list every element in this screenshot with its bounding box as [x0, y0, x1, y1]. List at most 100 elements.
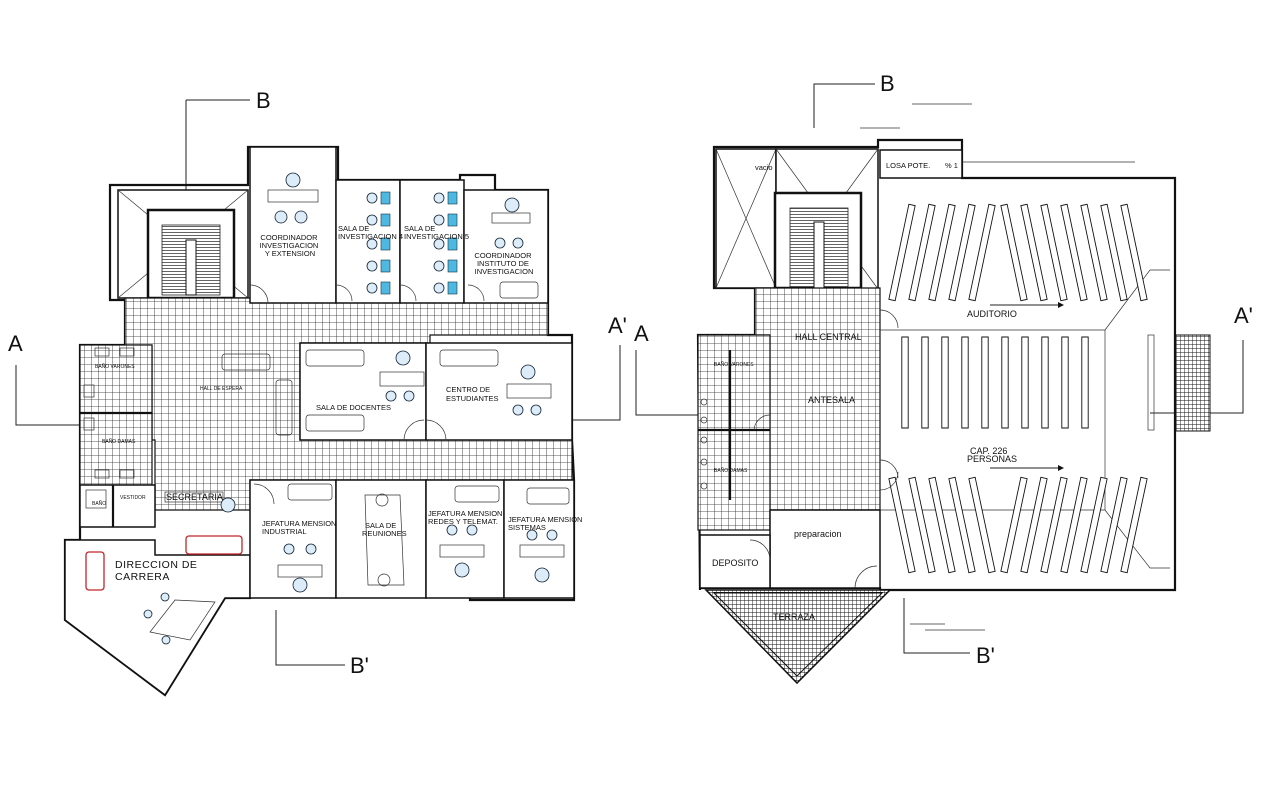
seat-row — [1080, 476, 1108, 574]
left-stair-block — [117, 189, 249, 300]
seat-row — [961, 336, 969, 429]
room-secretaria — [164, 491, 236, 513]
seat-row — [1041, 336, 1049, 429]
label-jef-industrial: JEFATURA MENSION INDUSTRIAL — [262, 519, 339, 536]
room-banos-left — [79, 344, 153, 486]
seat-row — [1020, 203, 1048, 302]
section-label-b-prime-right: B' — [976, 643, 995, 668]
room-jef-redes — [425, 479, 505, 599]
seat-row — [948, 476, 976, 574]
room-coord-instituto — [463, 189, 549, 304]
label-direccion: DIRECCION DE CARRERA — [115, 559, 201, 583]
label-sala-inv-5: SALA DE INVESTIGACION 5 — [404, 224, 469, 241]
seat-row — [1000, 476, 1028, 574]
room-preparacion — [769, 509, 881, 589]
label-vestidor: VESTIDOR — [120, 495, 146, 501]
auditorio-seats-middle — [901, 336, 1089, 429]
losa-box — [879, 149, 963, 179]
room-centro-estudiantes — [425, 342, 573, 441]
label-terraza: TERRAZA — [773, 612, 815, 622]
room-sala-docentes — [299, 342, 427, 441]
label-secretaria: SECRETARIA — [166, 492, 223, 502]
label-bano-small: BAÑO — [92, 500, 106, 507]
right-floor-plan: B B' A A' — [634, 71, 1253, 685]
label-deposito: DEPOSITO — [712, 558, 758, 568]
label-coord-instituto: COORDINADOR INSTITUTO DE INVESTIGACION — [474, 251, 533, 276]
section-label-a-right: A — [634, 321, 649, 346]
seat-row — [1001, 336, 1009, 429]
right-stair-block — [773, 148, 879, 290]
room-sala-inv-4 — [335, 179, 401, 304]
label-antesala: ANTESALA — [808, 395, 855, 405]
label-coord-inv-ext: COORDINADOR INVESTIGACION Y EXTENSION — [260, 233, 321, 258]
label-bano-damas-r: BAÑO DAMAS — [714, 467, 748, 474]
section-line-b-prime-left: B' — [275, 610, 369, 678]
label-jef-redes: JEFATURA MENSION REDES Y TELEMAT. — [428, 509, 505, 526]
left-plan-labels: COORDINADOR INVESTIGACION Y EXTENSION SA… — [92, 224, 585, 583]
label-bano-varones: BAÑO VARONES — [95, 363, 135, 370]
seat-row — [1120, 203, 1148, 302]
section-label-a-prime-right: A' — [1234, 303, 1253, 328]
seat-row — [968, 476, 996, 574]
workstations-inv-4 — [366, 191, 391, 295]
seat-row — [1021, 336, 1029, 429]
room-jef-industrial — [249, 479, 337, 599]
section-line-b-prime-right: B' — [903, 598, 995, 668]
seat-row — [908, 203, 936, 302]
seat-row — [1040, 203, 1068, 302]
room-sala-inv-5 — [399, 179, 465, 304]
seat-row — [1020, 476, 1048, 574]
seat-row — [1060, 476, 1088, 574]
label-jef-sistemas: JEFATURA MENSION SISTEMAS — [508, 515, 585, 532]
auditorio-seats-top — [888, 203, 1148, 302]
section-label-b-left: B — [256, 88, 271, 113]
seat-row — [1040, 476, 1068, 574]
label-bano-damas: BAÑO DAMAS — [102, 438, 136, 445]
right-plan-labels: vacio LOSA POTE. % 1 AUDITORIO HALL CENT… — [712, 161, 1017, 622]
seat-row — [1120, 476, 1148, 574]
section-label-a-left: A — [8, 331, 23, 356]
label-bano-varones-r: BAÑO VARONES — [714, 361, 754, 368]
label-hall-espera: HALL DE ESPERA — [200, 386, 243, 392]
seat-row — [901, 336, 909, 429]
seat-row — [1080, 203, 1108, 302]
right-bano-fixtures — [700, 398, 771, 490]
label-sala-reuniones: SALA DE REUNIONES — [362, 521, 407, 538]
section-line-b-right: B — [813, 71, 895, 128]
seat-row — [941, 336, 949, 429]
section-label-b-right: B — [880, 71, 895, 96]
right-banos — [697, 334, 771, 531]
room-auditorio — [880, 269, 1211, 569]
label-hall-central: HALL CENTRAL — [795, 332, 862, 342]
seat-row — [1060, 203, 1088, 302]
label-auditorio: AUDITORIO — [967, 309, 1017, 319]
label-preparacion: preparacion — [794, 529, 842, 539]
seat-row — [1081, 336, 1089, 429]
room-sala-reuniones — [335, 479, 427, 599]
label-capacidad: CAP. 226 PERSONAS — [967, 446, 1017, 464]
label-sala-docentes: SALA DE DOCENTES — [316, 403, 391, 412]
room-coord-inv-ext — [249, 146, 337, 304]
room-jef-sistemas — [503, 479, 575, 599]
room-vacio — [715, 148, 777, 289]
left-floor-plan: B B' A A' — [8, 88, 627, 697]
label-losa: LOSA POTE. % 1 — [886, 161, 958, 170]
seat-row — [908, 476, 936, 574]
seat-row — [948, 203, 976, 302]
room-deposito — [699, 534, 771, 589]
seat-row — [981, 336, 989, 429]
seat-row — [928, 476, 956, 574]
seat-row — [888, 203, 916, 302]
room-vestidor — [79, 484, 156, 528]
room-direccion — [64, 535, 251, 697]
label-sala-inv-4: SALA DE INVESTIGACION 4 — [338, 224, 403, 241]
section-line-b-left: B — [185, 88, 271, 190]
seat-row — [928, 203, 956, 302]
section-label-a-prime-left: A' — [608, 313, 627, 338]
hall-bench — [275, 379, 293, 436]
room-terraza — [704, 589, 892, 685]
seat-row — [1100, 476, 1128, 574]
seat-row — [1000, 203, 1028, 302]
seat-row — [888, 476, 916, 574]
